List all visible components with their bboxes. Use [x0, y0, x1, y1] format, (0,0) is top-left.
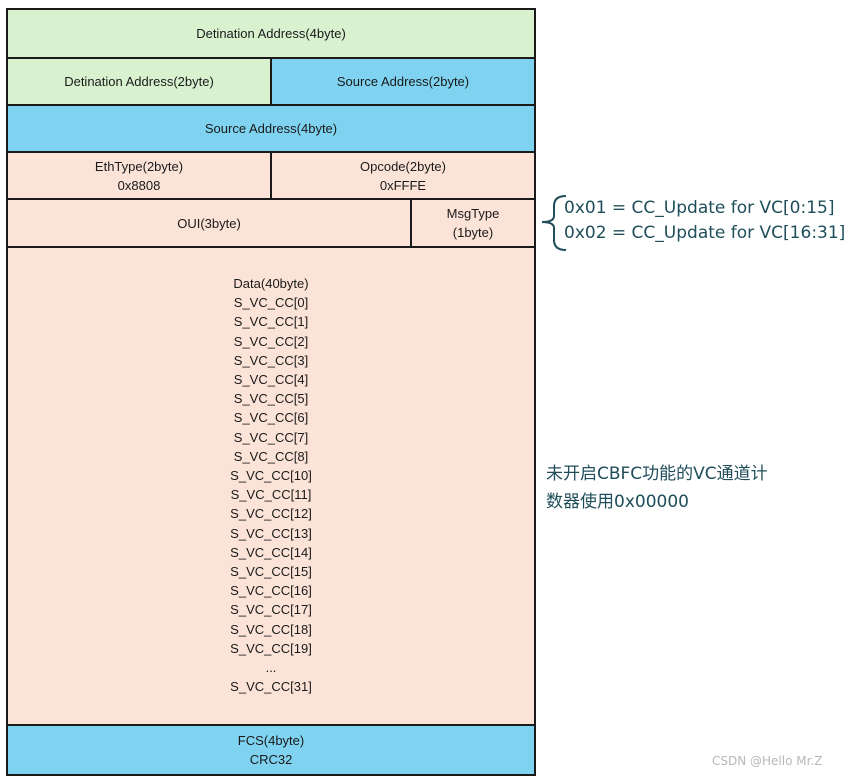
data-entry: S_VC_CC[7] [233, 429, 309, 445]
data-entry: S_VC_CC[31] [230, 679, 312, 695]
data-entry: S_VC_CC[2] [233, 333, 309, 349]
data-entry: S_VC_CC[3] [233, 352, 309, 368]
data-entry: S_VC_CC[16] [230, 583, 312, 599]
divider [8, 724, 534, 726]
divider [270, 153, 272, 198]
divider [270, 59, 272, 104]
divider [410, 200, 412, 246]
field-value: CRC32 [249, 752, 293, 767]
divider [8, 246, 534, 248]
divider [8, 151, 534, 153]
field-label: Detination Address(4byte) [196, 26, 346, 41]
divider [8, 198, 534, 200]
field-label: Source Address(4byte) [204, 121, 338, 136]
data-entry: S_VC_CC[8] [233, 448, 309, 464]
field-opcode: Opcode(2byte) 0xFFFE [272, 153, 534, 198]
data-entry: S_VC_CC[17] [230, 602, 312, 618]
data-entry: S_VC_CC[0] [233, 295, 309, 311]
msgtype-values-note: 0x01 = CC_Update for VC[0:15] 0x02 = CC_… [564, 196, 845, 246]
field-label: Opcode(2byte) [360, 158, 446, 174]
data-entry: S_VC_CC[5] [233, 391, 309, 407]
data-header: Data(40byte) [233, 276, 309, 291]
data-entry: S_VC_CC[11] [230, 487, 312, 503]
field-msgtype: MsgType (1byte) [412, 200, 534, 246]
field-label: Detination Address(2byte) [64, 74, 214, 89]
data-entry: S_VC_CC[18] [230, 621, 312, 637]
data-entry: S_VC_CC[13] [230, 525, 312, 541]
unused-counter-note: 未开启CBFC功能的VC通道计 数器使用0x00000 [546, 460, 816, 516]
divider [8, 57, 534, 59]
field-value: 0x8808 [117, 177, 161, 193]
data-entry: ... [265, 660, 277, 676]
data-entry: S_VC_CC[12] [230, 506, 312, 522]
field-data: Data(40byte) S_VC_CC[0] S_VC_CC[1] S_VC_CC[… [8, 248, 534, 724]
field-label: FCS(4byte) [237, 733, 305, 748]
msgtype-brace [541, 195, 567, 251]
field-label: OUI(3byte) [177, 215, 241, 231]
field-ethtype: EthType(2byte) 0x8808 [8, 153, 270, 198]
field-source-address-2byte: Source Address(2byte) [272, 59, 534, 104]
watermark: CSDN @Hello Mr.Z [712, 754, 823, 768]
field-label: EthType(2byte) [94, 158, 184, 174]
data-entry: S_VC_CC[4] [233, 372, 309, 388]
msgtype-value-1: 0x01 = CC_Update for VC[0:15] [564, 198, 835, 218]
field-destination-address-4byte: Detination Address(4byte) [8, 10, 534, 57]
data-entry: S_VC_CC[19] [230, 640, 312, 656]
field-label: Source Address(2byte) [336, 74, 470, 89]
field-destination-address-2byte: Detination Address(2byte) [8, 59, 270, 104]
data-entry: S_VC_CC[1] [233, 314, 309, 330]
data-entry: S_VC_CC[15] [230, 564, 312, 580]
data-entry: S_VC_CC[6] [233, 410, 309, 426]
data-entry: S_VC_CC[14] [230, 544, 312, 560]
field-label: MsgType [446, 206, 500, 221]
msgtype-value-2: 0x02 = CC_Update for VC[16:31] [564, 223, 846, 243]
field-fcs: FCS(4byte) CRC32 [8, 726, 534, 774]
frame-format-diagram: Detination Address(4byte) Detination Add… [6, 8, 536, 776]
note-line-1: 未开启CBFC功能的VC通道计 [546, 464, 768, 484]
field-oui: OUI(3byte) [8, 200, 410, 246]
field-value: 0xFFFE [379, 177, 427, 193]
divider [8, 104, 534, 106]
note-line-2: 数器使用0x00000 [546, 492, 689, 512]
field-source-address-4byte: Source Address(4byte) [8, 106, 534, 151]
field-size: (1byte) [452, 225, 494, 240]
data-entry: S_VC_CC[10] [230, 468, 312, 484]
